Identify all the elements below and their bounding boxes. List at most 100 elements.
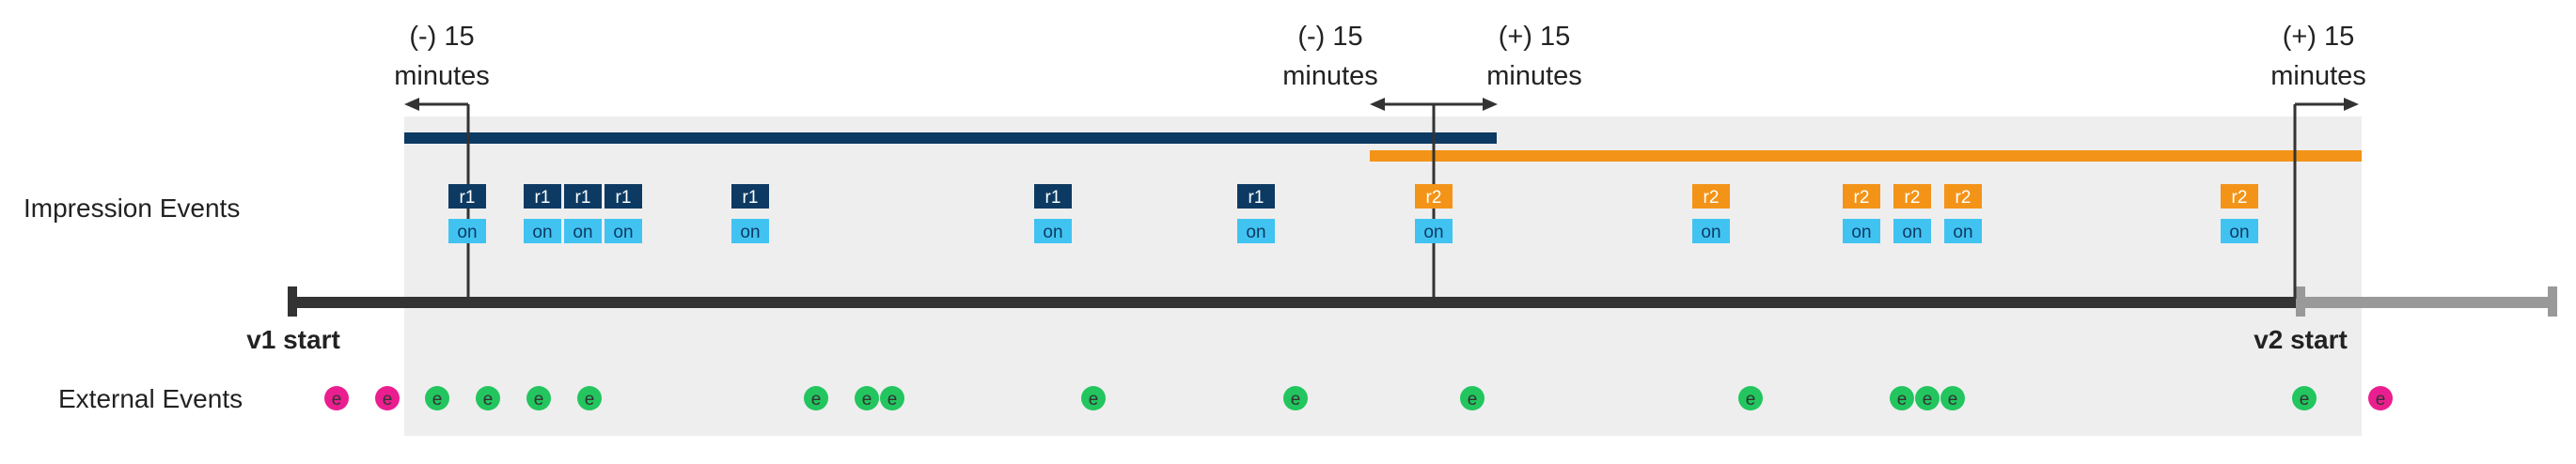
tag-chip-label: r1 [743,188,759,208]
external-event: e [1081,386,1106,410]
external-event: e [324,386,349,410]
state-chip-label: on [573,223,592,242]
external-event: e [2368,386,2393,410]
state-chip-label: on [1246,223,1265,242]
event-dot-label: e [483,390,494,410]
tag-chip-label: r1 [616,188,632,208]
arrowhead-left-2 [1370,98,1385,111]
state-chip [1237,219,1275,243]
v2-window-region [1416,116,2362,436]
event-dot [1915,386,1940,410]
state-chip-label: on [613,223,633,242]
v1-start-label: v1 start [246,325,340,354]
state-chip-label: on [457,223,477,242]
external-event: e [1283,386,1308,410]
window-labels: (-) 15 minutes (-) 15 minutes (+) 15 min… [394,22,2366,91]
state-chip-label: on [1902,223,1922,242]
tag-chip [1692,184,1730,209]
arrowhead-right-3 [2344,98,2359,111]
tag-chip [524,184,561,209]
v2-axis-start-cap [2296,286,2305,317]
external-event: e [1915,386,1940,410]
tag-chip-label: r2 [2232,188,2248,208]
state-chip-label: on [740,223,760,242]
v1-axis-line [288,297,2296,308]
external-event: e [476,386,500,410]
tag-chip-label: r2 [1426,188,1442,208]
window-label-3-sign: (+) 15 [1499,22,1571,52]
event-dot-label: e [2376,390,2386,410]
v2-axis-end-cap [2548,286,2557,317]
external-event: e [2292,386,2317,410]
event-dot-label: e [811,390,822,410]
state-chip-label: on [1851,223,1871,242]
window-label-2-unit: minutes [1282,61,1378,91]
tag-chip-label: r1 [460,188,476,208]
state-chip [605,219,642,243]
tag-chip [1034,184,1072,209]
event-dot-label: e [585,390,595,410]
state-chip [448,219,486,243]
state-chip-label: on [1953,223,1972,242]
r1-range-bar [404,132,1497,144]
state-chip [1843,219,1880,243]
tag-chip-label: r1 [575,188,591,208]
window-label-3-unit: minutes [1486,61,1582,91]
impression-events: r1onr1onr1onr1onr1onr1onr1onr2onr2onr2on… [448,184,2258,243]
state-chip-label: on [2229,223,2249,242]
state-chip-label: on [1043,223,1062,242]
event-dot-label: e [887,390,898,410]
v2-start-label: v2 start [2254,325,2348,354]
event-dot-label: e [1746,390,1756,410]
tag-chip [564,184,602,209]
impression-event: r1 on [605,184,642,243]
external-event: e [375,386,400,410]
arrowheads [404,98,2359,111]
event-dot [577,386,602,410]
state-chip [2221,219,2258,243]
external-event: e [1738,386,1763,410]
event-dot [375,386,400,410]
state-chip-label: on [1423,223,1443,242]
tag-chip [1893,184,1931,209]
state-chip [524,219,561,243]
v1-axis-cap [288,286,297,317]
external-events-label: External Events [58,384,243,413]
state-chip-label: on [532,223,552,242]
arrowhead-left-1 [404,98,419,111]
external-event: e [425,386,449,410]
impression-events-label: Impression Events [24,193,240,223]
arrowhead-right-2 [1483,98,1498,111]
event-dot-label: e [1291,390,1301,410]
state-chip [1944,219,1982,243]
tag-chip [1415,184,1453,209]
event-dot [1081,386,1106,410]
event-dot-label: e [1923,390,1933,410]
event-dot [2292,386,2317,410]
event-dot [526,386,551,410]
event-dot [804,386,828,410]
external-event: e [804,386,828,410]
event-dot [1890,386,1914,410]
event-dot-label: e [1468,390,1478,410]
event-dot [324,386,349,410]
event-dot [1460,386,1484,410]
state-chip [1415,219,1453,243]
event-dot-label: e [2300,390,2310,410]
window-label-1-unit: minutes [394,61,490,91]
tag-chip-label: r2 [1704,188,1720,208]
tag-chip [605,184,642,209]
state-chip [1034,219,1072,243]
window-label-4-unit: minutes [2270,61,2366,91]
event-dot-label: e [1948,390,1958,410]
impression-event: r1 on [564,184,602,243]
event-dot [1940,386,1965,410]
event-dot [476,386,500,410]
tag-chip [2221,184,2258,209]
